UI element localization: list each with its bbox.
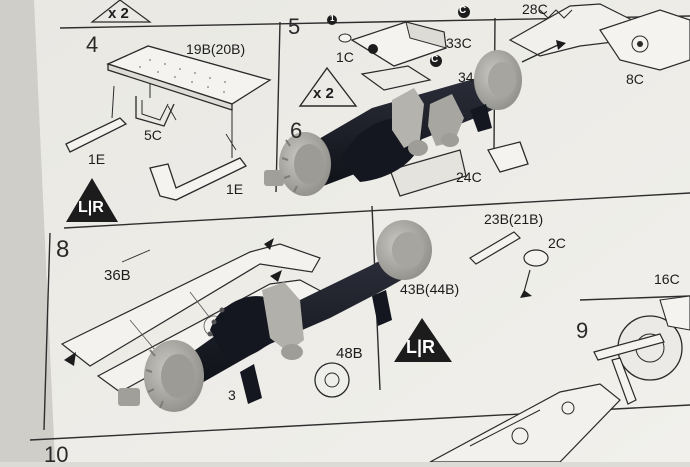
lr-badge-step8: [394, 318, 452, 362]
part-label-1c: 1C: [336, 49, 354, 65]
part-label-43b: 43B(44B): [400, 281, 460, 297]
step-number-6: 6: [290, 118, 303, 143]
step-number-10: 10: [44, 442, 69, 467]
lr-badge-step4: [66, 178, 118, 222]
upper-axle-model: [264, 50, 522, 196]
part-label-16c: 16C: [654, 271, 680, 287]
part-label-36b: 36B: [104, 267, 131, 284]
part-label-48b: 48B: [336, 345, 363, 362]
step-number-5: 5: [288, 14, 301, 39]
part-label-23b: 23B(21B): [484, 211, 544, 227]
multiplier-x2-step5: x 2: [313, 85, 334, 102]
part-label-19b: 19B(20B): [186, 41, 246, 57]
part-label-2c: 2C: [548, 235, 566, 251]
marker-c-top: C: [459, 5, 467, 16]
marker-d-top: 1: [330, 14, 335, 23]
marker-c-mid: C: [431, 54, 439, 65]
part-label-5c: 5C: [144, 127, 162, 143]
multiplier-x2-top: x 2: [108, 5, 129, 22]
lr-badge-label-step8: L|R: [406, 337, 436, 357]
lower-axle-model: [118, 220, 432, 412]
part-label-3: 3: [228, 387, 236, 403]
part-label-1e-right: 1E: [226, 181, 244, 197]
step-number-8: 8: [56, 236, 70, 263]
step-number-4: 4: [86, 32, 99, 57]
step-number-9: 9: [576, 318, 589, 343]
part-label-28c: 28C: [522, 1, 548, 17]
part-label-34: 34: [458, 69, 474, 85]
part-label-8c: 8C: [626, 71, 644, 87]
part-label-24c: 24C: [456, 169, 482, 185]
lr-badge-label-step4: L|R: [78, 199, 104, 216]
part-label-1e-left: 1E: [88, 151, 106, 167]
part-label-33c: 33C: [446, 35, 472, 51]
